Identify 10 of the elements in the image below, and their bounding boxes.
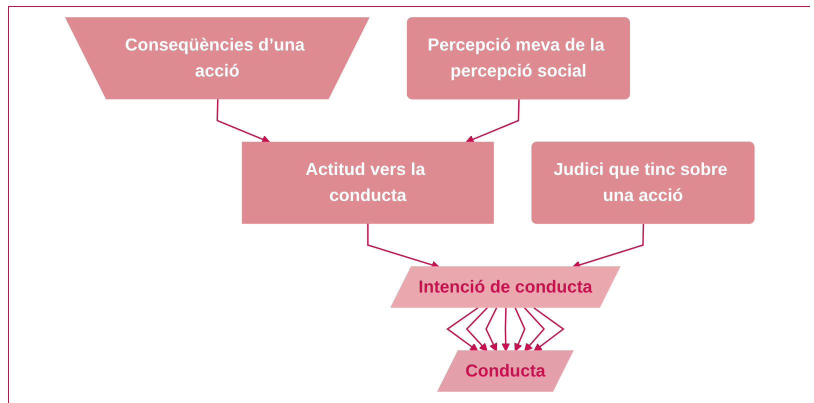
arrow xyxy=(446,307,478,352)
arrow xyxy=(216,99,270,144)
arrow xyxy=(534,307,565,352)
arrow xyxy=(502,308,510,352)
arrow xyxy=(466,99,520,144)
arrow xyxy=(514,307,526,352)
arrow xyxy=(466,307,488,352)
node-box: Actitud vers la conducta xyxy=(242,142,494,224)
arrow xyxy=(524,307,546,352)
arrow xyxy=(485,307,498,352)
